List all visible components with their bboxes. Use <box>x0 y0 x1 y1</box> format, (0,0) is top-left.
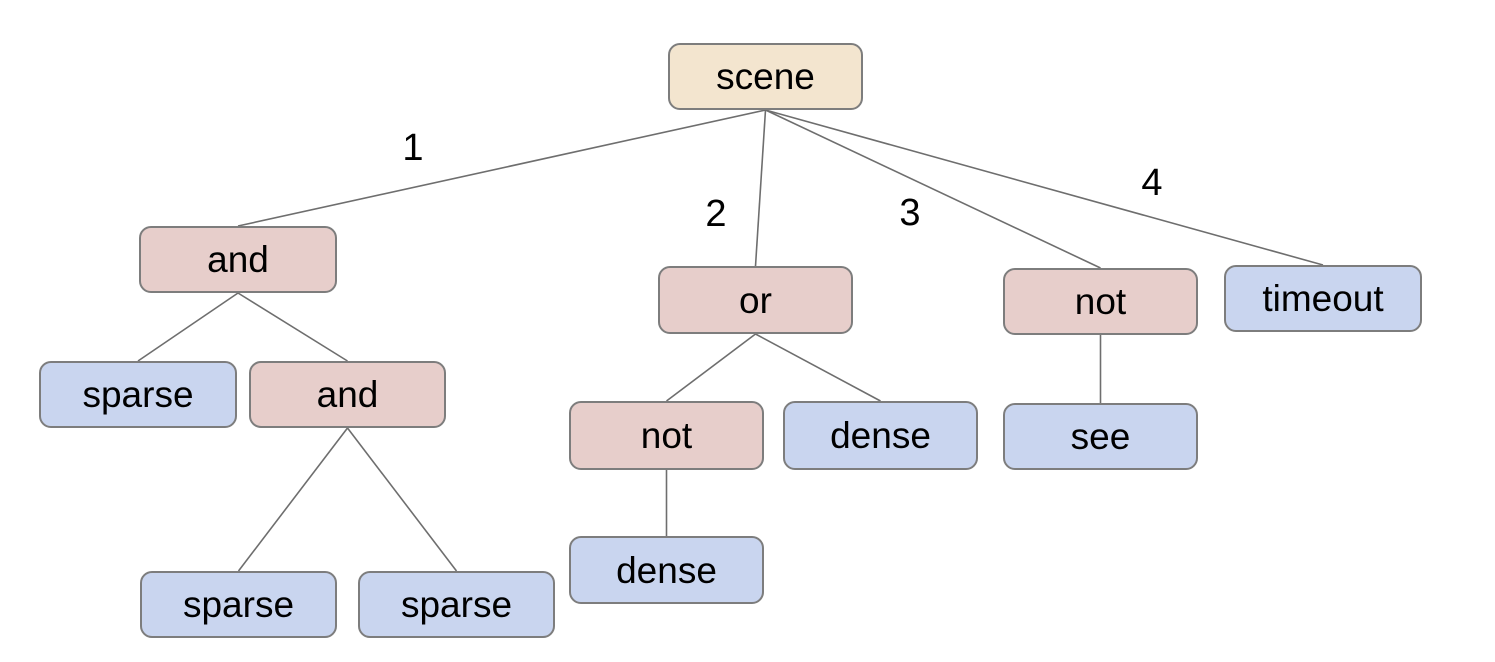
edge-label-4: 4 <box>1141 162 1163 204</box>
edge-label-3: 3 <box>899 192 921 234</box>
edge-scene-and1 <box>237 109 766 227</box>
tree-node-and2: and <box>249 361 446 428</box>
edge-and1-sparse1 <box>137 292 239 362</box>
edge-or-dense1 <box>755 333 881 402</box>
tree-node-sparse3: sparse <box>358 571 555 638</box>
tree-node-see: see <box>1003 403 1198 470</box>
tree-node-dense1: dense <box>783 401 978 470</box>
tree-node-not1: not <box>569 401 764 470</box>
tree-node-dense2: dense <box>569 536 764 604</box>
tree-node-or: or <box>658 266 853 334</box>
edge-or-not1 <box>666 333 756 402</box>
tree-node-not2: not <box>1003 268 1198 335</box>
tree-node-timeout: timeout <box>1224 265 1422 332</box>
edge-scene-timeout <box>765 109 1324 266</box>
edge-scene-not2 <box>765 109 1101 269</box>
tree-node-and1: and <box>139 226 337 293</box>
edge-scene-or <box>754 109 767 267</box>
edge-label-1: 1 <box>402 127 424 169</box>
edge-and1-and2 <box>237 292 348 362</box>
edge-label-2: 2 <box>705 193 727 235</box>
tree-node-sparse2: sparse <box>140 571 337 638</box>
edge-and2-sparse3 <box>346 427 458 572</box>
edge-and2-sparse2 <box>237 427 349 572</box>
tree-node-sparse1: sparse <box>39 361 237 428</box>
tree-node-scene: scene <box>668 43 863 110</box>
